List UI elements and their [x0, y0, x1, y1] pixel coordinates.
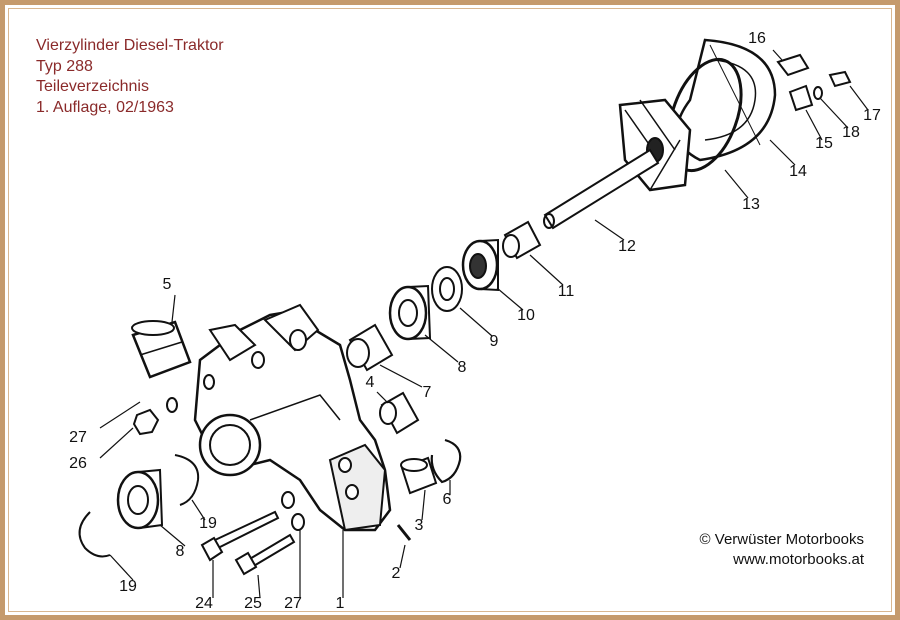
part-7-sleeve: [346, 323, 394, 372]
callout-label-11: 11: [558, 283, 575, 300]
credit-line-1: © Verwüster Motorbooks: [699, 531, 864, 548]
callout-label-27: 27: [69, 429, 87, 446]
callout-label-1: 1: [336, 595, 345, 612]
callout-label-19: 19: [119, 578, 137, 595]
callout-label-18: 18: [842, 124, 860, 141]
part-19-circlip-lower: [78, 511, 111, 558]
callout-label-19: 19: [199, 515, 217, 532]
callout-label-24: 24: [195, 595, 213, 612]
title-line-2: Typ 288: [36, 57, 93, 75]
callout-label-3: 3: [415, 517, 424, 534]
callout-label-9: 9: [490, 333, 499, 350]
credit-line-2: www.motorbooks.at: [733, 551, 864, 568]
callout-label-14: 14: [789, 163, 807, 180]
callout-label-17: 17: [863, 107, 881, 124]
title-line-3: Teileverzeichnis: [36, 78, 149, 95]
part-9-washer: [431, 266, 463, 312]
inner-border: [8, 8, 892, 612]
part-5-bushing: [131, 320, 192, 379]
callout-label-8: 8: [176, 543, 185, 560]
title-line-1: Vierzylinder Diesel-Traktor: [36, 37, 224, 54]
part-6-circlip: [430, 438, 462, 484]
part-1-pump-housing: [193, 303, 392, 532]
part-26-nut: [132, 408, 160, 436]
callout-label-7: 7: [423, 384, 432, 401]
copyright-credit: © Verwüster Motorbooks www.motorbooks.at: [700, 530, 864, 570]
leader-lines: [99, 49, 869, 599]
part-15-plate: [788, 84, 814, 112]
callout-label-4: 4: [366, 374, 375, 391]
part-16-lock-plate: [776, 53, 810, 77]
part-3-bushing: [400, 456, 438, 495]
title-line-4: 1. Auflage, 02/1963: [36, 98, 174, 116]
title-block: Vierzylinder Diesel-Traktor Typ 288 Teil…: [36, 36, 224, 118]
part-4-sleeve: [379, 391, 420, 435]
callout-label-25: 25: [244, 595, 262, 612]
part-27-washer-a: [281, 491, 295, 509]
callout-label-6: 6: [443, 491, 452, 508]
callout-label-5: 5: [163, 276, 172, 293]
callout-label-2: 2: [392, 565, 401, 582]
callout-label-27: 27: [284, 595, 302, 612]
part-8-ball-bearing-upper: [388, 284, 432, 341]
part-18-washer: [813, 86, 823, 100]
part-2-pin: [396, 524, 412, 541]
part-11-sleeve: [502, 220, 542, 260]
callout-label-10: 10: [517, 307, 535, 324]
callout-label-16: 16: [748, 30, 766, 47]
callout-label-12: 12: [618, 238, 636, 255]
callout-label-13: 13: [742, 196, 760, 213]
part-12-shaft: [543, 148, 660, 230]
part-25-bolt: [234, 533, 296, 576]
part-19-circlip-upper: [174, 454, 200, 506]
callout-label-8: 8: [458, 359, 467, 376]
part-24-bolt: [200, 510, 280, 562]
part-10-bearing: [461, 238, 499, 292]
part-27-washer-b: [291, 513, 305, 531]
part-27-washer-upper: [166, 397, 178, 413]
part-8-ball-bearing-lower: [116, 468, 164, 530]
callout-label-15: 15: [815, 135, 833, 152]
callout-label-26: 26: [69, 455, 87, 472]
part-17-bolt: [828, 70, 852, 88]
